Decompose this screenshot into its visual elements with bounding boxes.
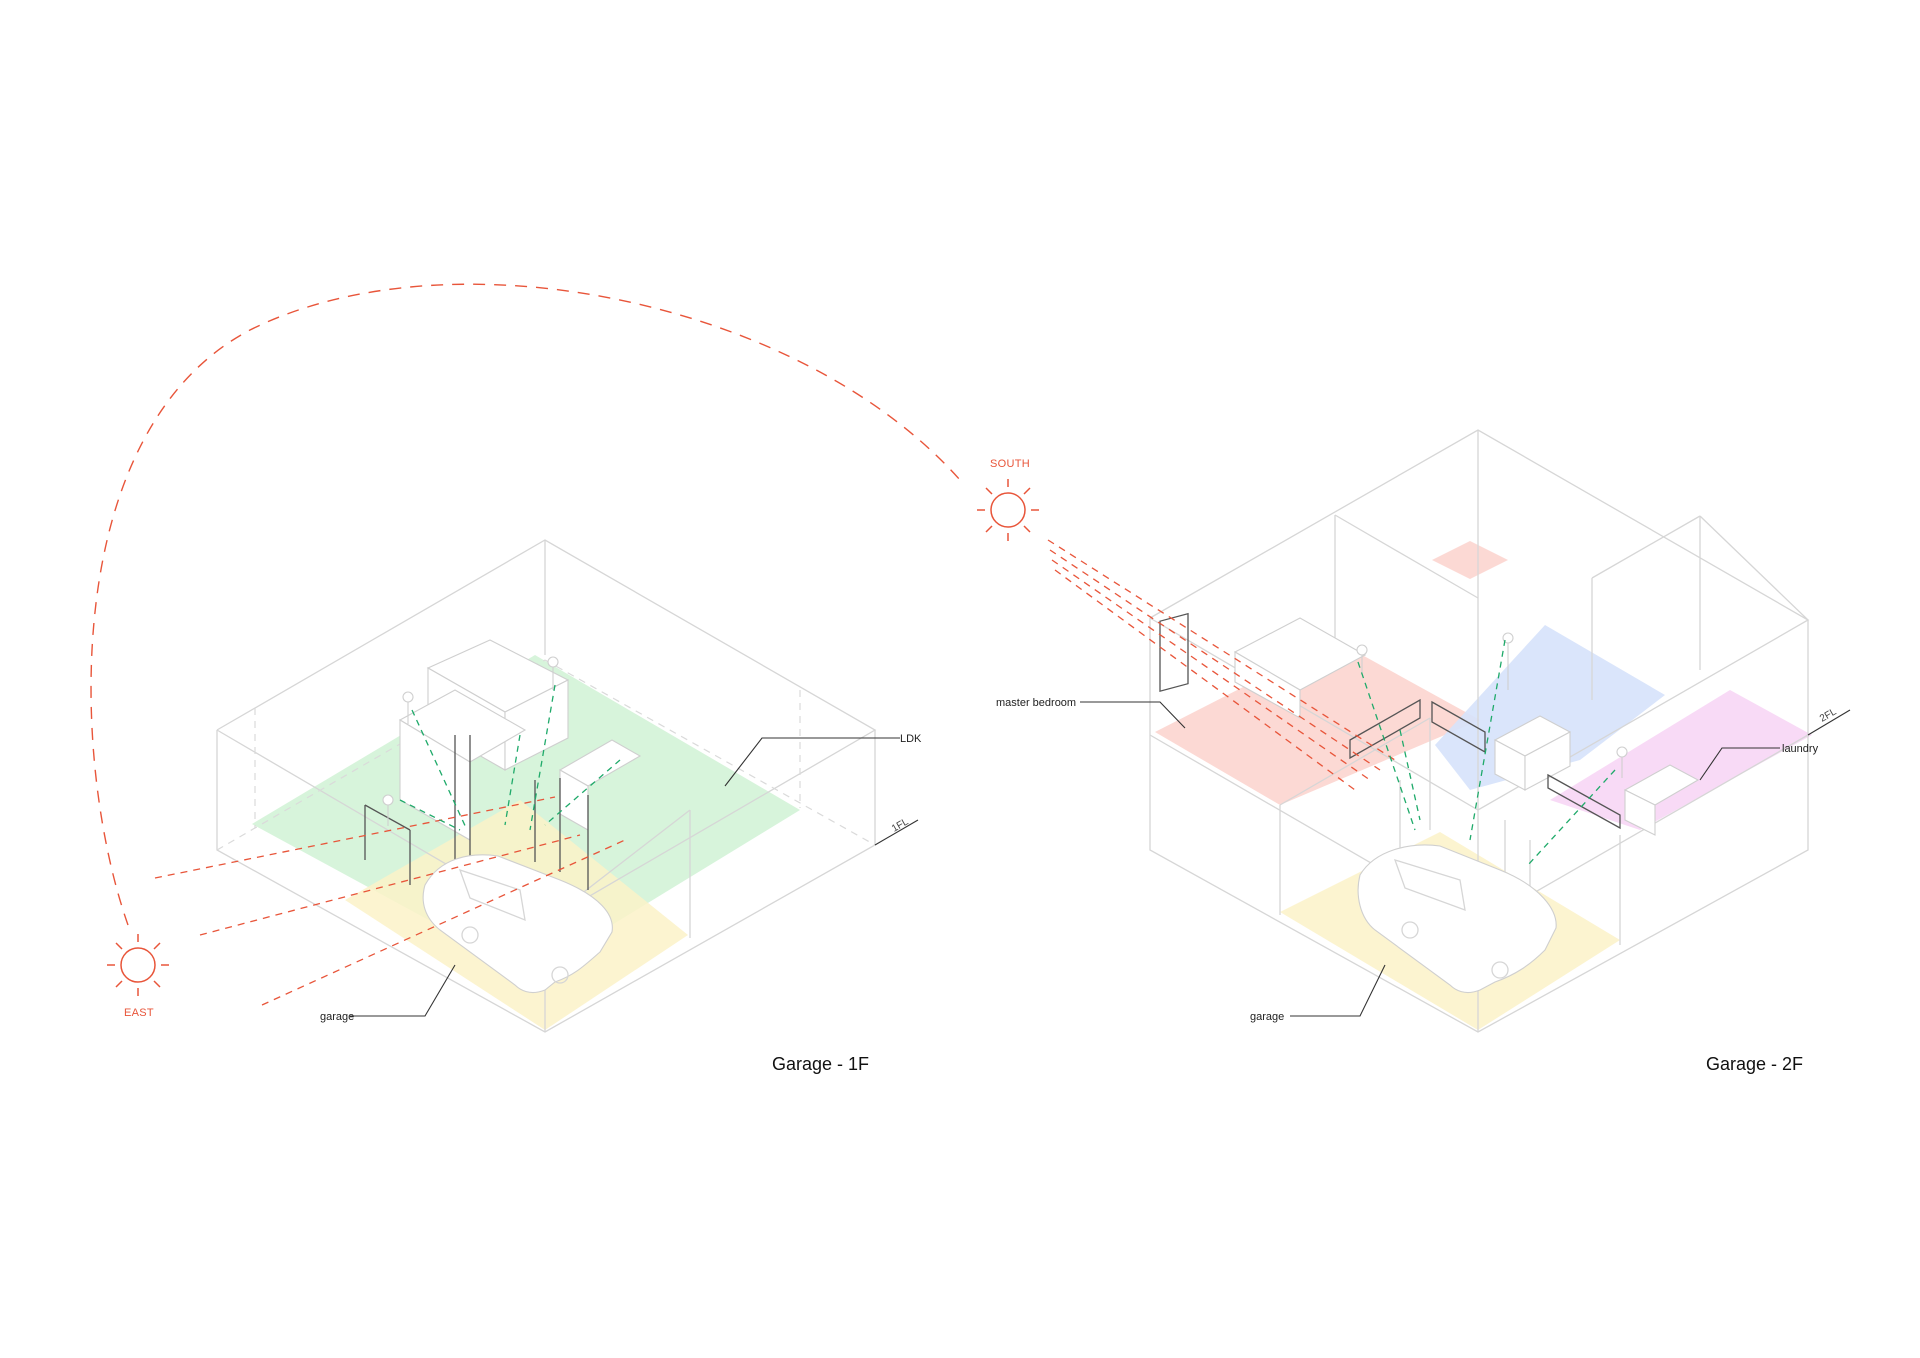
sun-path-arc (90, 283, 961, 926)
car-2f-icon (1357, 844, 1557, 994)
diagram-garage-2f: master bedroom laundry garage 2FL Garage… (996, 429, 1851, 1074)
level-2fl-line (1807, 709, 1851, 736)
interior-furniture-1f (364, 639, 642, 919)
east-sun-icon (107, 934, 169, 996)
master-bedroom-label: master bedroom (996, 697, 1076, 709)
caption-garage-1f: Garage - 1F (772, 1054, 869, 1074)
garage-2f-leader (1290, 964, 1386, 1017)
diagram-garage-1f: LDK garage 1FL Garage - 1F (154, 539, 922, 1074)
east-label: EAST (124, 1007, 154, 1019)
blue-zone (1435, 625, 1665, 790)
level-1fl-line (874, 819, 919, 846)
laundry-zone (1550, 690, 1812, 830)
level-2fl-label: 2FL (1818, 706, 1839, 724)
garage-1f-label: garage (320, 1011, 354, 1023)
master-bedroom-zone (1155, 640, 1480, 805)
car-1f-icon (422, 854, 613, 994)
ldk-leader (724, 737, 900, 787)
garage-2f-label: garage (1250, 1011, 1284, 1023)
laundry-label: laundry (1782, 743, 1819, 755)
south-label: SOUTH (990, 458, 1030, 470)
laundry-leader (1699, 747, 1780, 781)
garage-1f-leader (350, 964, 456, 1017)
south-sun-icon (977, 479, 1039, 541)
master-bedroom-leader (1080, 701, 1186, 729)
sunlight-rays-1f (154, 684, 626, 1006)
bedroom-small-zone (1432, 541, 1508, 579)
sunlight-rays-2f (1047, 539, 1616, 866)
caption-garage-2f: Garage - 2F (1706, 1054, 1803, 1074)
level-1fl-label: 1FL (890, 816, 911, 834)
ldk-label: LDK (900, 733, 922, 745)
